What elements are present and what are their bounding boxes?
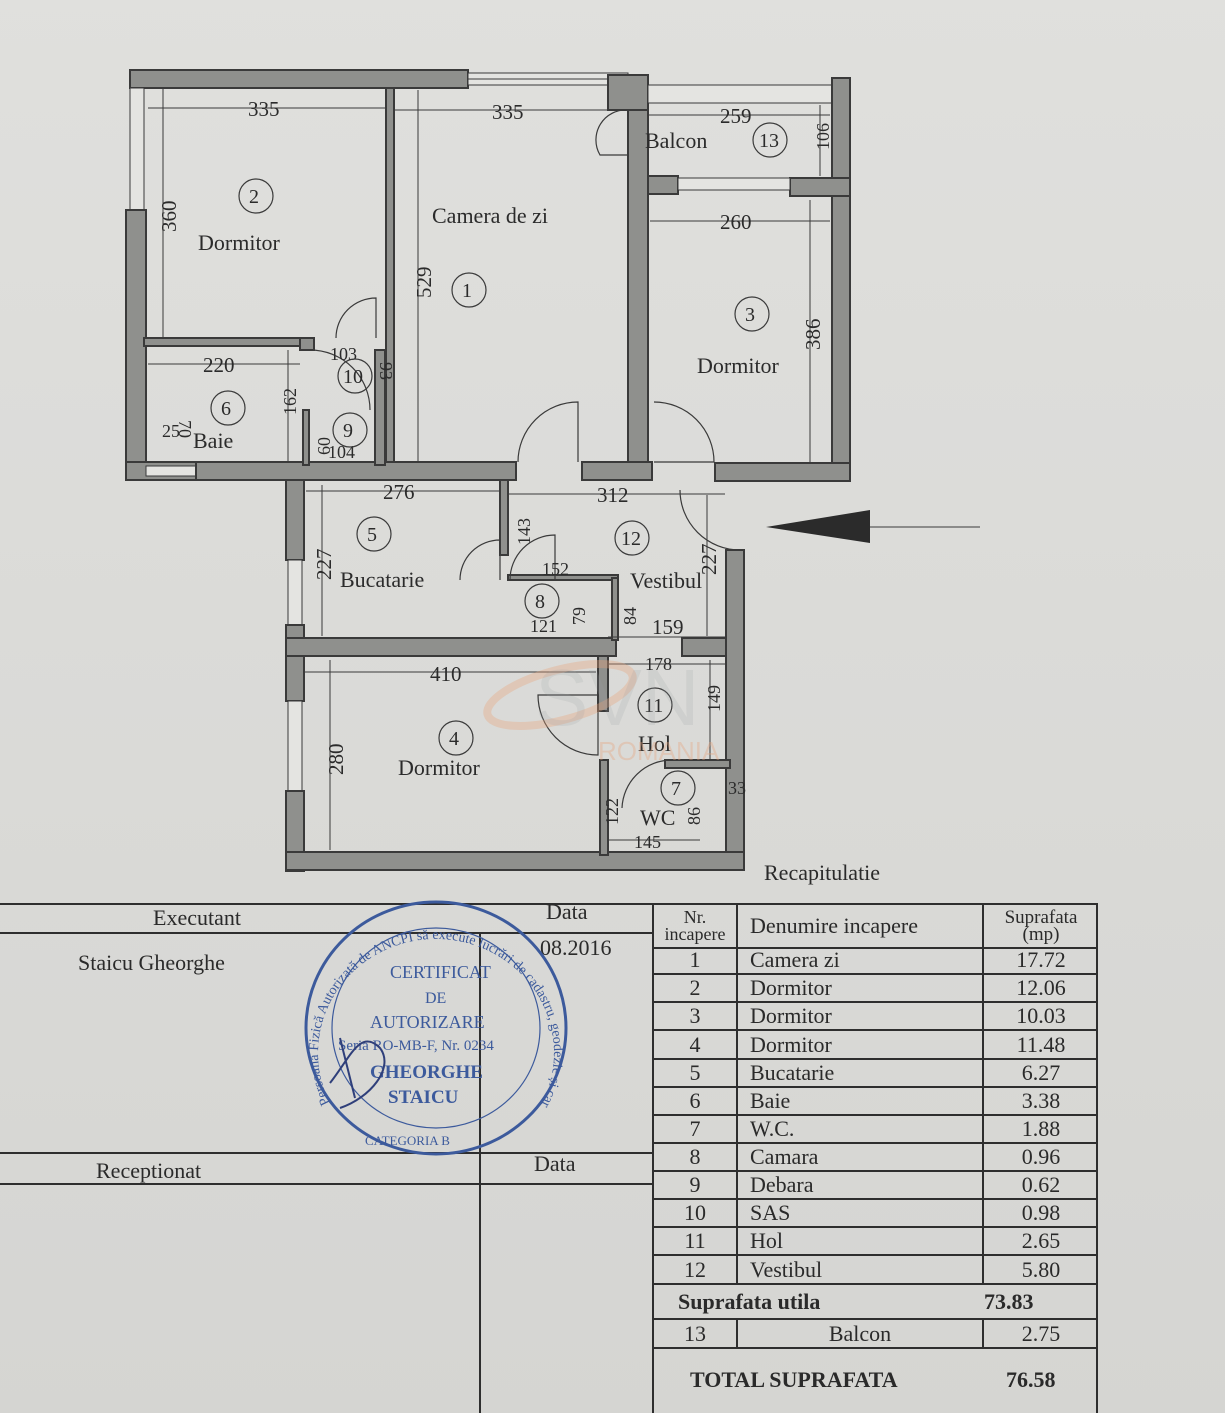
walls [125,69,851,872]
executant-label: Executant [153,905,241,930]
svg-text:33: 33 [728,778,746,798]
data-label-2: Data [534,1151,576,1176]
svg-text:1: 1 [462,280,472,302]
svg-text:259: 259 [720,104,752,128]
recap-title: Recapitulatie [764,860,881,885]
svg-text:178: 178 [645,654,672,674]
svg-text:8: 8 [535,591,545,613]
svg-text:84: 84 [620,607,640,625]
total-area-row: TOTAL SUPRAFATA 76.58 [690,1367,1056,1392]
svg-text:143: 143 [514,518,534,545]
svg-text:Dormitor: Dormitor [398,755,481,780]
svg-text:335: 335 [492,100,524,124]
svg-text:86: 86 [684,807,704,825]
data-label: Data [546,899,588,924]
svg-text:13: 13 [759,130,779,152]
svg-text:227: 227 [312,549,336,581]
svg-text:Dormitor: Dormitor [198,230,281,255]
svg-text:360: 360 [157,201,181,233]
svg-text:10: 10 [343,366,363,388]
svg-text:2: 2 [249,186,259,208]
entrance-arrow-icon [766,510,980,543]
svg-text:152: 152 [542,559,569,579]
svg-text:Balcon: Balcon [645,128,707,153]
room-labels: Camera de zi Dormitor Dormitor Dormitor … [193,128,780,830]
svg-text:149: 149 [704,685,724,712]
recap-header-row: Nr.incapere Denumire incapere Suprafata(… [654,903,1096,949]
svg-text:106: 106 [813,123,833,150]
svg-text:529: 529 [412,267,436,299]
svg-text:386: 386 [801,319,825,351]
svg-text:227: 227 [697,544,721,576]
svg-text:Hol: Hol [638,731,671,756]
svg-text:3: 3 [745,304,755,326]
svg-text:335: 335 [248,97,280,121]
svg-text:9: 9 [343,420,353,442]
svg-text:7: 7 [671,778,681,800]
svg-text:93: 93 [376,362,396,380]
balcony-row: 13 Balcon 2.75 [654,1320,1096,1349]
svg-text:162: 162 [280,388,300,415]
svg-text:5: 5 [367,524,377,546]
room-number-badges: 1 2 3 4 5 6 7 8 9 10 11 12 13 [210,122,788,806]
svg-text:Camera de zi: Camera de zi [432,203,548,228]
svg-text:276: 276 [383,480,415,504]
recap-table: Nr.incapere Denumire incapere Suprafata(… [652,903,1098,1413]
svg-text:122: 122 [602,798,622,825]
svg-text:Dormitor: Dormitor [697,353,780,378]
svg-text:260: 260 [720,210,752,234]
svg-text:121: 121 [530,616,557,636]
svg-text:79: 79 [569,607,589,625]
svg-text:280: 280 [324,744,348,776]
svg-text:12: 12 [621,528,641,550]
svg-text:Vestibul: Vestibul [630,568,702,593]
svg-text:Baie: Baie [193,428,233,453]
svg-text:159: 159 [652,615,684,639]
svg-text:WC: WC [640,805,675,830]
signature-table: Executant Data Staicu Gheorghe 08.2016 R… [0,899,652,1413]
receptionat-label: Receptionat [96,1158,202,1183]
svg-text:60: 60 [314,437,334,455]
svg-text:11: 11 [644,695,663,717]
svg-text:Bucatarie: Bucatarie [340,567,424,592]
doors [309,109,741,809]
data-value: 08.2016 [540,935,612,960]
svg-text:220: 220 [203,353,235,377]
dimension-lines [148,88,830,850]
svg-text:25: 25 [162,421,180,441]
executant-name: Staicu Gheorghe [78,950,225,975]
svg-text:312: 312 [597,483,629,507]
dimension-values: 335 335 259 260 360 529 386 106 220 162 … [157,97,833,852]
svg-text:145: 145 [634,832,661,852]
svg-text:6: 6 [221,398,231,420]
floor-plan: 335 335 259 260 360 529 386 106 220 162 … [125,69,980,872]
svg-text:103: 103 [330,344,357,364]
useful-area-row: Suprafata utila 73.83 [654,1285,1096,1320]
svg-text:4: 4 [449,728,459,750]
svg-text:410: 410 [430,662,462,686]
svg-text:70: 70 [175,420,195,438]
